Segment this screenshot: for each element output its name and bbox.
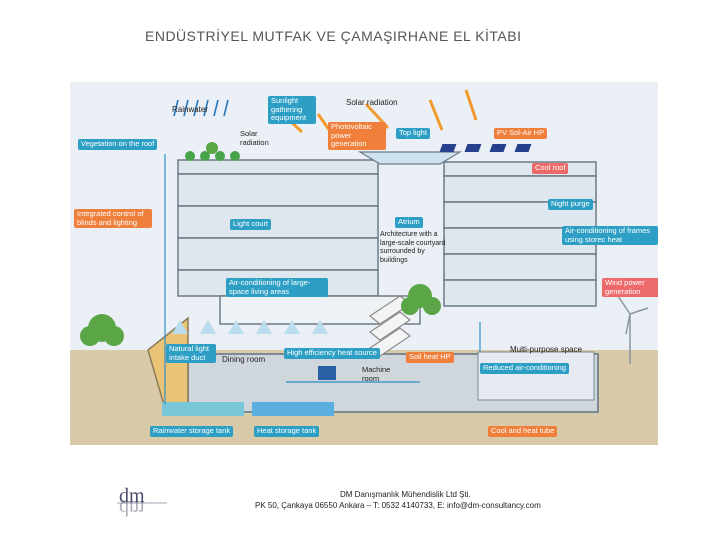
- label-natural-light: Natural light intake duct: [166, 344, 216, 363]
- trees: [80, 142, 441, 346]
- ceiling-lamps: [172, 320, 328, 334]
- rainwater-tank: [162, 402, 244, 416]
- atrium-roof: [357, 151, 463, 165]
- multi-purpose-area: [477, 351, 595, 401]
- label-machine-room: Machine room: [362, 365, 391, 383]
- label-light-court: Light court: [230, 219, 272, 230]
- pv-panels: [439, 144, 532, 152]
- label-night-purge: Night purge: [548, 199, 593, 210]
- label-cool-roof: Cool roof: [532, 163, 569, 174]
- heat-tank: [252, 402, 334, 416]
- label-top-light: Top light: [396, 128, 430, 139]
- label-high-efficiency: High efficiency heat source: [284, 348, 380, 359]
- svg-text:dm: dm: [119, 485, 145, 507]
- label-atrium: Atrium: [395, 217, 423, 228]
- label-pv-solair: PV Sol-Air HP: [494, 128, 548, 139]
- label-wind-power: Wind power generation: [602, 278, 658, 297]
- label-aircon-large: Air-conditioning of large-space living a…: [226, 278, 328, 297]
- footer-address: PK 50, Çankaya 06550 Ankara – T: 0532 41…: [255, 501, 541, 510]
- svg-text:dm: dm: [119, 497, 145, 519]
- label-integrated-control: Integrated control of blinds and lightin…: [74, 209, 152, 228]
- label-rainwater: Rainwater: [172, 105, 209, 114]
- label-dining-room: Dining room: [222, 355, 266, 364]
- company-logo: dm dm: [117, 485, 167, 519]
- footer-company: DM Danışmanlık Mühendislik Ltd Şti.: [340, 490, 471, 499]
- label-multi-purpose: Multi-purpose space: [510, 345, 583, 354]
- label-vegetation: Vegetation on the roof: [78, 139, 158, 150]
- label-aircon-frames: Air-conditioning of frames using storec …: [562, 226, 658, 245]
- label-sunlight: Sunlight gathering equipment: [268, 96, 316, 124]
- wind-turbine: [617, 295, 649, 364]
- label-architecture: Architecture with a large-scale courtyar…: [380, 231, 446, 264]
- machine-unit: [318, 366, 336, 380]
- sustainable-building-diagram: Rainwater Sunlight gathering equipment S…: [70, 82, 658, 445]
- left-building: [177, 159, 421, 325]
- label-solar-radiation-top: Solar radiation: [346, 98, 398, 107]
- slide-title: ENDÜSTRİYEL MUTFAK VE ÇAMAŞIRHANE EL KİT…: [145, 28, 522, 44]
- label-heat-tank: Heat storage tank: [254, 426, 320, 437]
- label-reduced-aircon: Reduced air-conditioning: [480, 363, 569, 374]
- label-photovoltaic: Photovoltaic power generation: [328, 122, 386, 150]
- label-rainwater-tank: Rainwater storage tank: [150, 426, 234, 437]
- label-cool-heat-tube: Cool and heat tube: [488, 426, 558, 437]
- rain-arrows: [173, 99, 229, 117]
- roof-vegetation: [185, 151, 240, 161]
- label-soil-heat: Soil heat HP: [406, 352, 454, 363]
- label-solar-radiation-side: Solar radiation: [240, 129, 269, 147]
